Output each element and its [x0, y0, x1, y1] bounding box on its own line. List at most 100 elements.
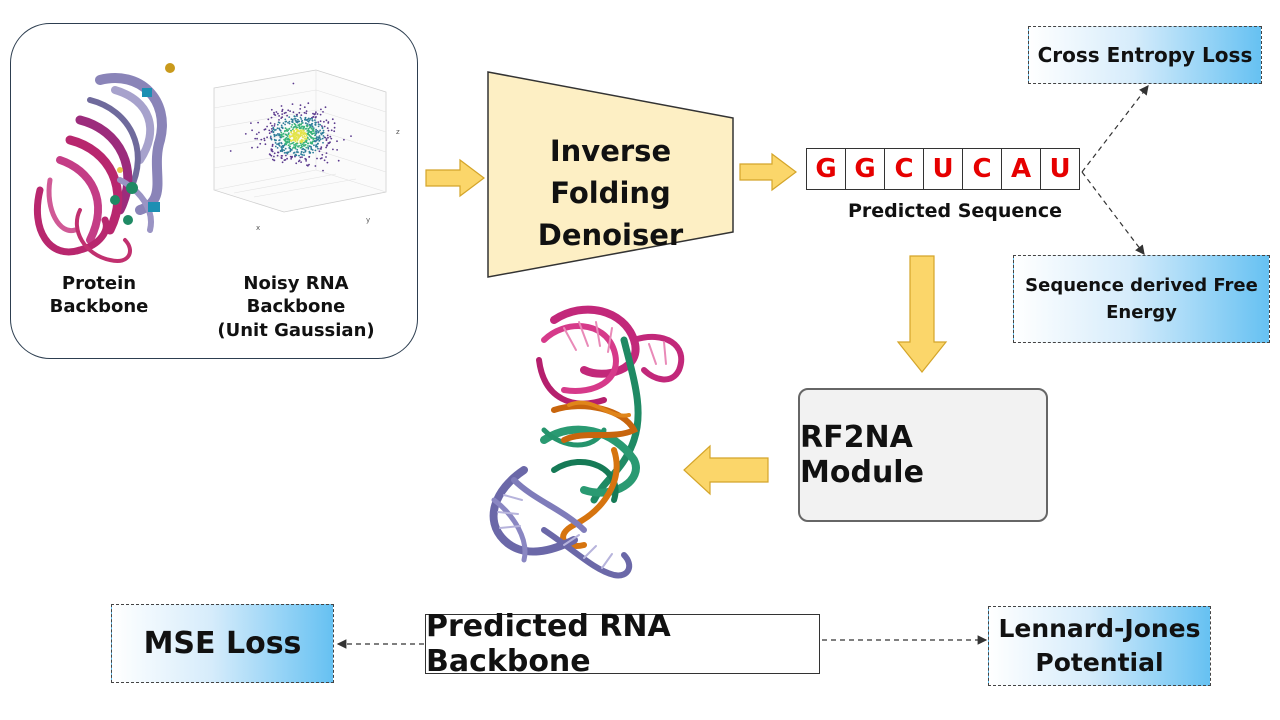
scatter-point — [326, 144, 329, 146]
scatter-point — [325, 152, 328, 154]
scatter-point — [323, 120, 325, 123]
scatter-point — [305, 146, 308, 149]
plot-z-label: z — [396, 128, 400, 136]
sequence-nucleotide: C — [963, 148, 1002, 190]
scatter-point — [298, 111, 301, 114]
scatter-point — [263, 139, 266, 142]
scatter-point — [303, 137, 306, 140]
scatter-point — [285, 120, 288, 123]
scatter-point — [288, 127, 291, 130]
scatter-point — [314, 149, 317, 152]
scatter-point — [305, 137, 308, 140]
scatter-point — [299, 129, 302, 132]
scatter-point — [283, 112, 286, 115]
scatter-point — [291, 119, 294, 122]
scatter-point — [321, 132, 324, 135]
scatter-point — [277, 133, 279, 135]
scatter-point — [297, 145, 299, 147]
scatter-point — [273, 135, 276, 138]
sequence-nucleotide: U — [924, 148, 963, 190]
scatter-point — [288, 141, 290, 143]
scatter-point — [299, 142, 302, 145]
scatter-point — [280, 117, 283, 119]
scatter-point — [296, 142, 299, 145]
scatter-point — [311, 132, 314, 135]
scatter-point — [287, 144, 290, 147]
scatter-point — [308, 130, 311, 133]
scatter-point — [325, 138, 328, 140]
scatter-point — [319, 138, 322, 141]
scatter-point — [309, 124, 312, 127]
scatter-point — [273, 152, 276, 155]
scatter-point — [300, 141, 302, 143]
scatter-point — [292, 146, 295, 149]
scatter-point — [314, 165, 317, 167]
scatter-point — [304, 143, 307, 146]
scatter-point — [273, 155, 275, 158]
scatter-point — [299, 156, 302, 159]
scatter-point — [327, 136, 329, 139]
scatter-point — [301, 141, 304, 143]
scatter-point — [308, 138, 311, 141]
scatter-point — [302, 125, 304, 128]
scatter-point — [294, 137, 297, 140]
connector-to-free-energy — [1081, 171, 1145, 255]
scatter-point — [321, 137, 324, 140]
scatter-point — [294, 153, 297, 156]
scatter-point — [287, 133, 290, 136]
scatter-point — [294, 140, 297, 143]
scatter-point — [310, 146, 313, 148]
scatter-point — [275, 128, 277, 131]
scatter-point — [307, 120, 309, 122]
scatter-point — [280, 141, 283, 144]
scatter-point — [229, 150, 232, 152]
scatter-point — [315, 144, 317, 147]
scatter-point — [325, 119, 328, 122]
scatter-point — [289, 135, 292, 138]
arrow-rf2na-to-structure — [683, 444, 769, 496]
scatter-point — [297, 160, 300, 163]
scatter-point — [284, 147, 287, 150]
scatter-point — [326, 134, 329, 137]
scatter-point — [305, 158, 307, 161]
scatter-point — [311, 141, 314, 144]
scatter-point — [289, 143, 291, 145]
scatter-point — [290, 132, 293, 134]
sequence-nucleotide: A — [1002, 148, 1041, 190]
scatter-point — [258, 131, 260, 134]
noisy-rna-backbone-label-line1: Noisy RNA Backbone — [243, 273, 349, 318]
scatter-point — [280, 157, 283, 160]
scatter-point — [327, 129, 330, 132]
scatter-point — [281, 113, 284, 115]
scatter-point — [283, 152, 286, 154]
scatter-point — [303, 141, 306, 144]
noisy-rna-backbone-label: Noisy RNA Backbone (Unit Gaussian) — [192, 272, 400, 342]
scatter-point — [286, 114, 288, 117]
scatter-point — [306, 123, 309, 125]
scatter-point — [301, 154, 304, 156]
scatter-point — [267, 118, 270, 121]
scatter-point — [306, 124, 309, 127]
free-energy-box: Sequence derived Free Energy — [1013, 255, 1270, 343]
scatter-point — [320, 125, 323, 127]
scatter-point — [281, 147, 283, 150]
scatter-point — [281, 161, 284, 164]
scatter-point — [257, 121, 259, 124]
scatter-point — [314, 121, 317, 124]
scatter-point — [299, 108, 302, 110]
predicted-complex-structure-image — [489, 305, 685, 579]
scatter-point — [284, 118, 287, 121]
scatter-point — [286, 142, 288, 144]
rf2na-module-box: RF2NA Module — [798, 388, 1048, 522]
scatter-point — [297, 133, 299, 136]
scatter-point — [301, 148, 304, 151]
scatter-point — [314, 116, 317, 119]
scatter-point — [250, 122, 252, 124]
scatter-point — [302, 151, 305, 154]
scatter-point — [279, 149, 282, 152]
scatter-point — [269, 135, 272, 138]
scatter-point — [289, 110, 291, 112]
scatter-point — [271, 158, 274, 161]
scatter-point — [317, 147, 319, 150]
scatter-point — [304, 116, 307, 119]
